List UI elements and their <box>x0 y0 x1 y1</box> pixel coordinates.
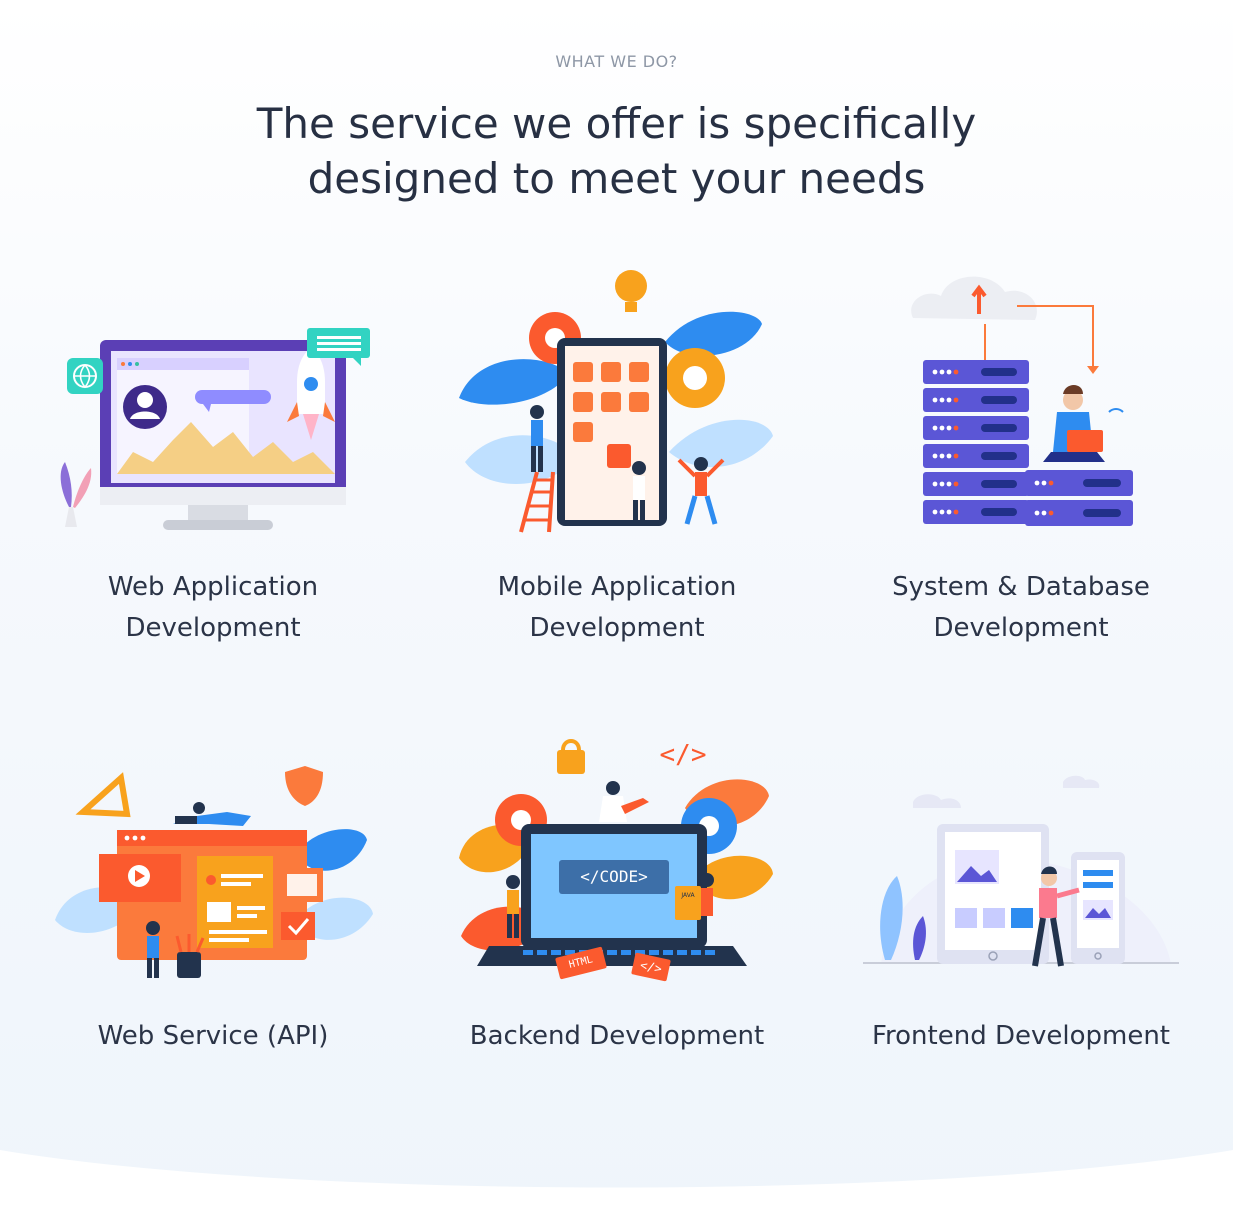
service-card-mobile-app[interactable]: Mobile Application Development <box>417 262 817 662</box>
service-card-web-service[interactable]: Web Service (API) <box>13 730 413 1070</box>
headline-line-2: designed to meet your needs <box>307 154 926 203</box>
service-title: Backend Development <box>417 1016 817 1057</box>
service-card-frontend[interactable]: Frontend Development <box>821 730 1221 1070</box>
service-title-line-2: Development <box>125 613 301 643</box>
service-card-web-app[interactable]: Web Application Development <box>13 262 413 662</box>
code-tag-icon: </> <box>659 740 707 770</box>
section-eyebrow: WHAT WE DO? <box>555 52 678 71</box>
service-card-system-db[interactable]: System & Database Development <box>821 262 1221 662</box>
code-badge: </CODE> <box>580 867 648 886</box>
service-title: Frontend Development <box>821 1016 1221 1057</box>
section-headline: The service we offer is specifically des… <box>0 96 1233 206</box>
service-title-line-1: Web Application <box>107 572 319 602</box>
bottom-wave-divider <box>0 1150 1233 1213</box>
service-title: System & Database Development <box>821 567 1221 649</box>
phone-gears-illustration <box>459 270 773 533</box>
responsive-devices-illustration <box>863 775 1179 967</box>
laptop-code-illustration <box>459 739 773 982</box>
monitor-rocket-illustration <box>60 328 370 530</box>
service-title-line-1: Web Service (API) <box>97 1021 329 1051</box>
service-title-line-1: Frontend Development <box>871 1021 1171 1051</box>
service-title: Web Service (API) <box>13 1016 413 1057</box>
service-title-line-2: Development <box>529 613 705 643</box>
headline-line-1: The service we offer is specifically <box>256 99 977 148</box>
server-cloud-illustration <box>911 276 1133 526</box>
service-title-line-1: Backend Development <box>469 1021 765 1051</box>
service-title-line-2: Development <box>933 613 1109 643</box>
api-browser-illustration <box>55 766 373 978</box>
service-title: Web Application Development <box>13 567 413 649</box>
service-card-backend[interactable]: </CODE> HTML </> JAVA </> Backend Develo… <box>417 730 817 1070</box>
java-book-label: JAVA <box>681 892 695 899</box>
service-title-line-1: System & Database <box>892 572 1150 602</box>
service-title: Mobile Application Development <box>417 567 817 649</box>
service-title-line-1: Mobile Application <box>497 572 737 602</box>
